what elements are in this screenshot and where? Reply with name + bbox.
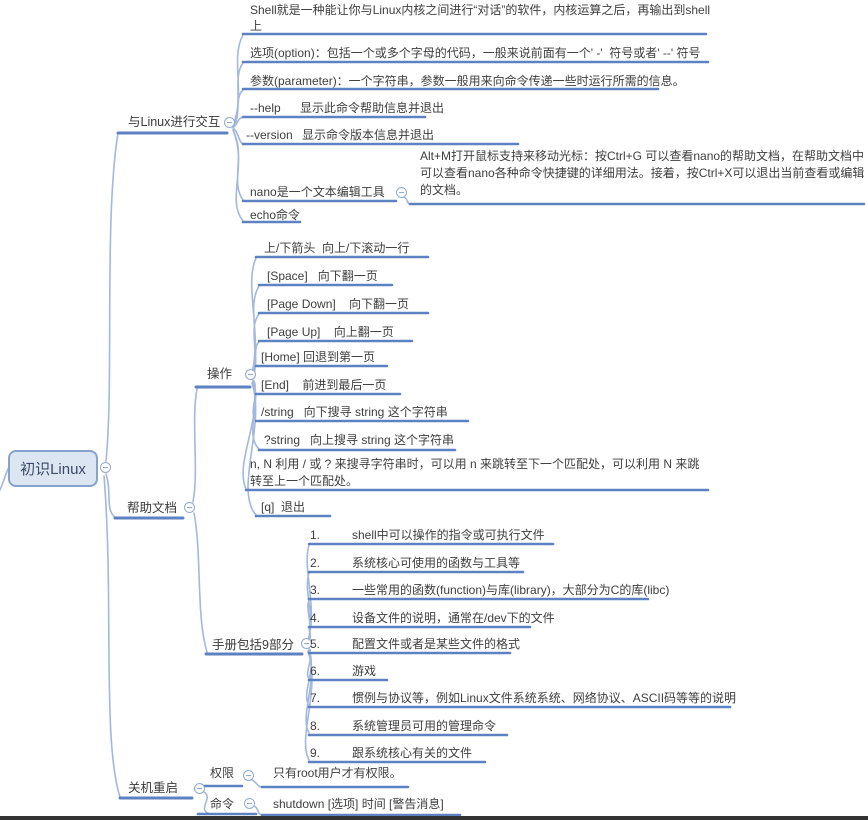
manual-item-number: 8. (310, 719, 321, 733)
op-item-pageup[interactable]: [Page Up] 向上翻一页 (267, 325, 394, 339)
topic-option-desc[interactable]: 选项(option)：包括一个或多个字母的代码，一般来说前面有一个' -' 符号… (250, 46, 701, 60)
topic-help-flag-desc[interactable]: 显示此命令帮助信息并退出 (300, 101, 445, 115)
collapse-icon[interactable] (100, 462, 111, 473)
window-bottom-edge (0, 816, 868, 820)
topic-permission[interactable]: 权限 (210, 766, 235, 780)
manual-item-6[interactable]: 6. 游戏 (310, 663, 376, 679)
manual-item-5[interactable]: 5. 配置文件或者是某些文件的格式 (310, 636, 520, 652)
topic-nano-desc[interactable]: Alt+M打开鼠标支持来移动光标：按Ctrl+G 可以查看nano的帮助文档，在… (420, 149, 865, 197)
main-topic-underlines (113, 131, 304, 800)
branch-topic-shutdown[interactable]: 关机重启 (128, 781, 179, 795)
manual-item-text: 游戏 (352, 664, 377, 678)
manual-item-text: 系统管理员可用的管理命令 (352, 719, 497, 733)
manual-item-number: 2. (310, 556, 321, 570)
manual-item-7[interactable]: 7. 惯例与协议等，例如Linux文件系统系统、网络协议、ASCII码等等的说明 (310, 690, 736, 706)
manual-item-text: shell中可以操作的指令或可执行文件 (352, 528, 545, 542)
op-item-home[interactable]: [Home] 回退到第一页 (261, 350, 376, 364)
topic-version-flag[interactable]: --version (246, 128, 293, 142)
collapse-icon[interactable] (243, 770, 254, 781)
manual-item-number: 6. (310, 664, 321, 678)
topic-manual-sections[interactable]: 手册包括9部分 (212, 638, 294, 652)
manual-item-text: 惯例与协议等，例如Linux文件系统系统、网络协议、ASCII码等等的说明 (352, 691, 737, 705)
child-topic-underlines (196, 32, 866, 817)
topic-nano[interactable]: nano是一个文本编辑工具 (250, 185, 385, 199)
topic-shell-desc[interactable]: Shell就是一种能让你与Linux内核之间进行“对话”的软件，内核运算之后，再… (250, 3, 711, 33)
topic-version-flag-desc[interactable]: 显示命令版本信息并退出 (302, 128, 435, 142)
op-item-pagedown[interactable]: [Page Down] 向下翻一页 (267, 297, 410, 311)
manual-item-number: 4. (310, 611, 321, 625)
manual-item-text: 一些常用的函数(function)与库(library)，大部分为C的库(lib… (352, 583, 670, 597)
op-item-quit[interactable]: [q] 退出 (261, 500, 306, 514)
collapse-icon[interactable] (245, 369, 256, 380)
manual-item-number: 1. (310, 528, 321, 542)
branch-topic-interact[interactable]: 与Linux进行交互 (128, 115, 221, 129)
manual-item-number: 3. (310, 583, 321, 597)
op-item-search-up[interactable]: ?string 向上搜寻 string 这个字符串 (264, 433, 455, 447)
manual-item-3[interactable]: 3. 一些常用的函数(function)与库(library)，大部分为C的库(l… (310, 582, 669, 598)
topic-help-flag[interactable]: --help (250, 101, 281, 115)
collapse-icon[interactable] (194, 783, 205, 794)
topic-parameter-desc[interactable]: 参数(parameter)：一个字符串，参数一般用来向命令传递一些时运行所需的信… (250, 74, 685, 88)
op-item-next-match[interactable]: n, N 利用 / 或 ? 来搜寻字符串时，可以用 n 来跳转至下一个匹配处，可… (250, 457, 700, 488)
collapse-icon[interactable] (184, 502, 195, 513)
collapse-icon[interactable] (301, 638, 312, 649)
topic-operations[interactable]: 操作 (207, 367, 233, 381)
root-topic[interactable]: 初识Linux (8, 450, 98, 487)
manual-item-text: 跟系统核心有关的文件 (352, 746, 473, 760)
op-item-space[interactable]: [Space] 向下翻一页 (267, 269, 378, 283)
help-branch-fan (192, 388, 208, 653)
trunk-curves (0, 132, 121, 798)
collapse-icon[interactable] (224, 117, 235, 128)
manual-item-9[interactable]: 9. 跟系统核心有关的文件 (310, 745, 472, 761)
manual-item-text: 系统核心可使用的函数与工具等 (352, 556, 521, 570)
collapse-icon[interactable] (244, 798, 255, 809)
ops-fan (242, 257, 260, 516)
op-item-search-down[interactable]: /string 向下搜寻 string 这个字符串 (261, 405, 448, 419)
manual-item-number: 7. (310, 691, 321, 705)
manual-item-text: 设备文件的说明，通常在/dev下的文件 (352, 611, 555, 625)
topic-echo[interactable]: echo命令 (250, 208, 301, 222)
manual-item-number: 9. (310, 746, 321, 760)
manual-item-8[interactable]: 8. 系统管理员可用的管理命令 (310, 718, 496, 734)
topic-permission-desc[interactable]: 只有root用户才有权限。 (273, 766, 402, 780)
topic-command[interactable]: 命令 (210, 797, 235, 811)
branch-topic-help[interactable]: 帮助文档 (127, 501, 178, 515)
topic-command-desc[interactable]: shutdown [选项] 时间 [警告消息] (273, 797, 444, 811)
op-item-end[interactable]: [End] 前进到最后一页 (261, 378, 387, 392)
manual-item-4[interactable]: 4. 设备文件的说明，通常在/dev下的文件 (310, 610, 555, 626)
manual-item-number: 5. (310, 637, 321, 651)
topic-underlines (113, 32, 866, 817)
op-item-arrows[interactable]: 上/下箭头 向上/下滚动一行 (264, 241, 410, 255)
manual-item-1[interactable]: 1. shell中可以操作的指令或可执行文件 (310, 527, 545, 543)
collapse-icon[interactable] (396, 187, 407, 198)
manual-item-text: 配置文件或者是某些文件的格式 (352, 637, 521, 651)
interact-branch-fan (232, 34, 411, 222)
manual-item-2[interactable]: 2. 系统核心可使用的函数与工具等 (310, 555, 520, 571)
